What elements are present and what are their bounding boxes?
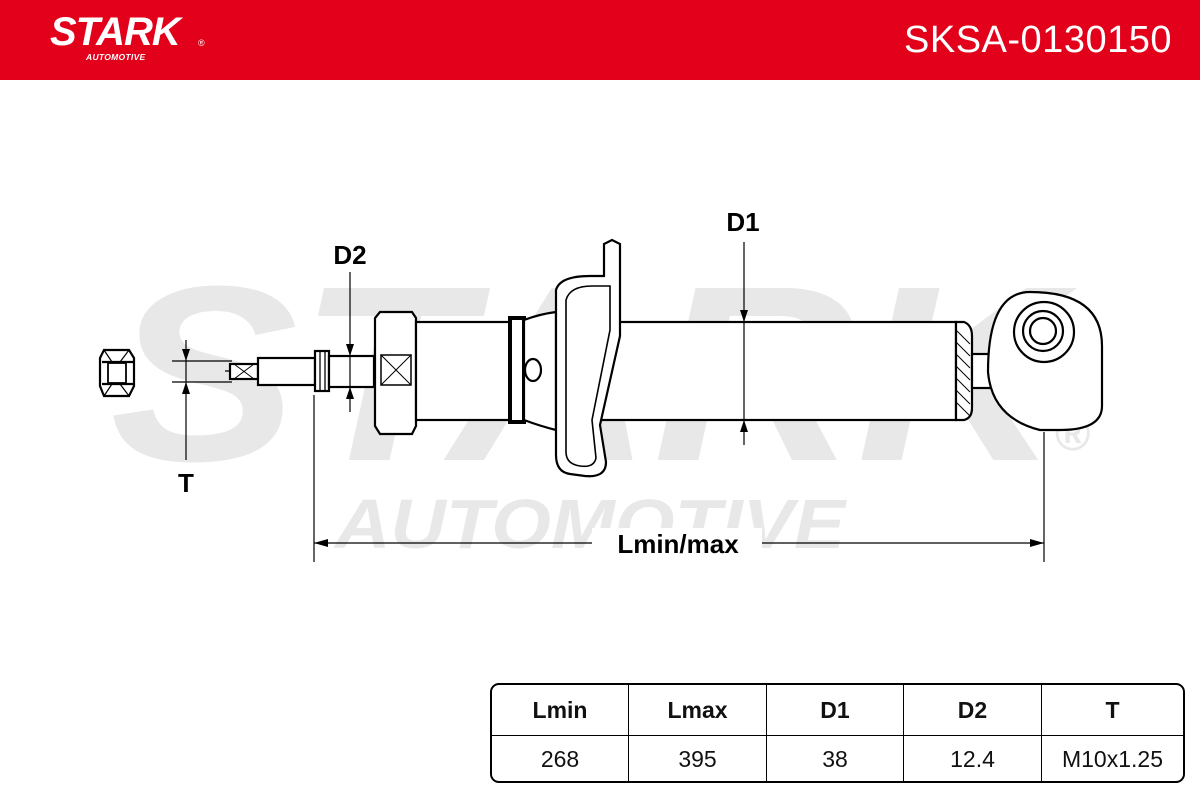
spring-seat-bracket <box>508 238 622 478</box>
spec-value-lmin: 268 <box>492 736 629 781</box>
stark-logo: STARK ® AUTOMOTIVE <box>50 8 210 68</box>
spec-value-lmax: 395 <box>629 736 767 781</box>
label-length: Lmin/max <box>617 529 739 559</box>
spec-value-t: M10x1.25 <box>1061 746 1163 772</box>
spec-header-lmax: Lmax <box>629 685 767 736</box>
spec-header-d2: D2 <box>904 685 1042 736</box>
lock-nut <box>98 348 136 398</box>
spec-table: Lmin Lmax D1 D2 T 268 395 38 12.4 M10x1.… <box>490 683 1185 783</box>
watermark-sub: AUTOMOTIVE <box>333 485 848 563</box>
label-t: T <box>178 468 194 498</box>
shock-body-tube <box>414 320 974 422</box>
label-d2: D2 <box>333 240 366 270</box>
logo-brand-text: STARK <box>50 10 181 54</box>
spec-value-d1: 38 <box>767 736 904 781</box>
part-number: SKSA-0130150 <box>904 19 1172 61</box>
logo-registered-mark: ® <box>198 38 205 48</box>
shock-absorber-diagram: STARK AUTOMOTIVE ® <box>98 207 1105 563</box>
header-bar: STARK ® AUTOMOTIVE SKSA-0130150 <box>0 0 1200 80</box>
spec-header-d1: D1 <box>767 685 904 736</box>
piston-rod <box>228 349 376 393</box>
dimension-labels: D1 D2 T Lmin/max <box>178 207 762 559</box>
spec-value-d2: 12.4 <box>904 736 1042 781</box>
spec-header-lmin: Lmin <box>492 685 629 736</box>
top-cap <box>373 310 418 436</box>
logo-sub-text: AUTOMOTIVE <box>86 52 146 62</box>
label-d1: D1 <box>726 207 759 237</box>
bottom-eye-mount <box>970 290 1104 432</box>
spec-header-t: T <box>1042 685 1183 736</box>
